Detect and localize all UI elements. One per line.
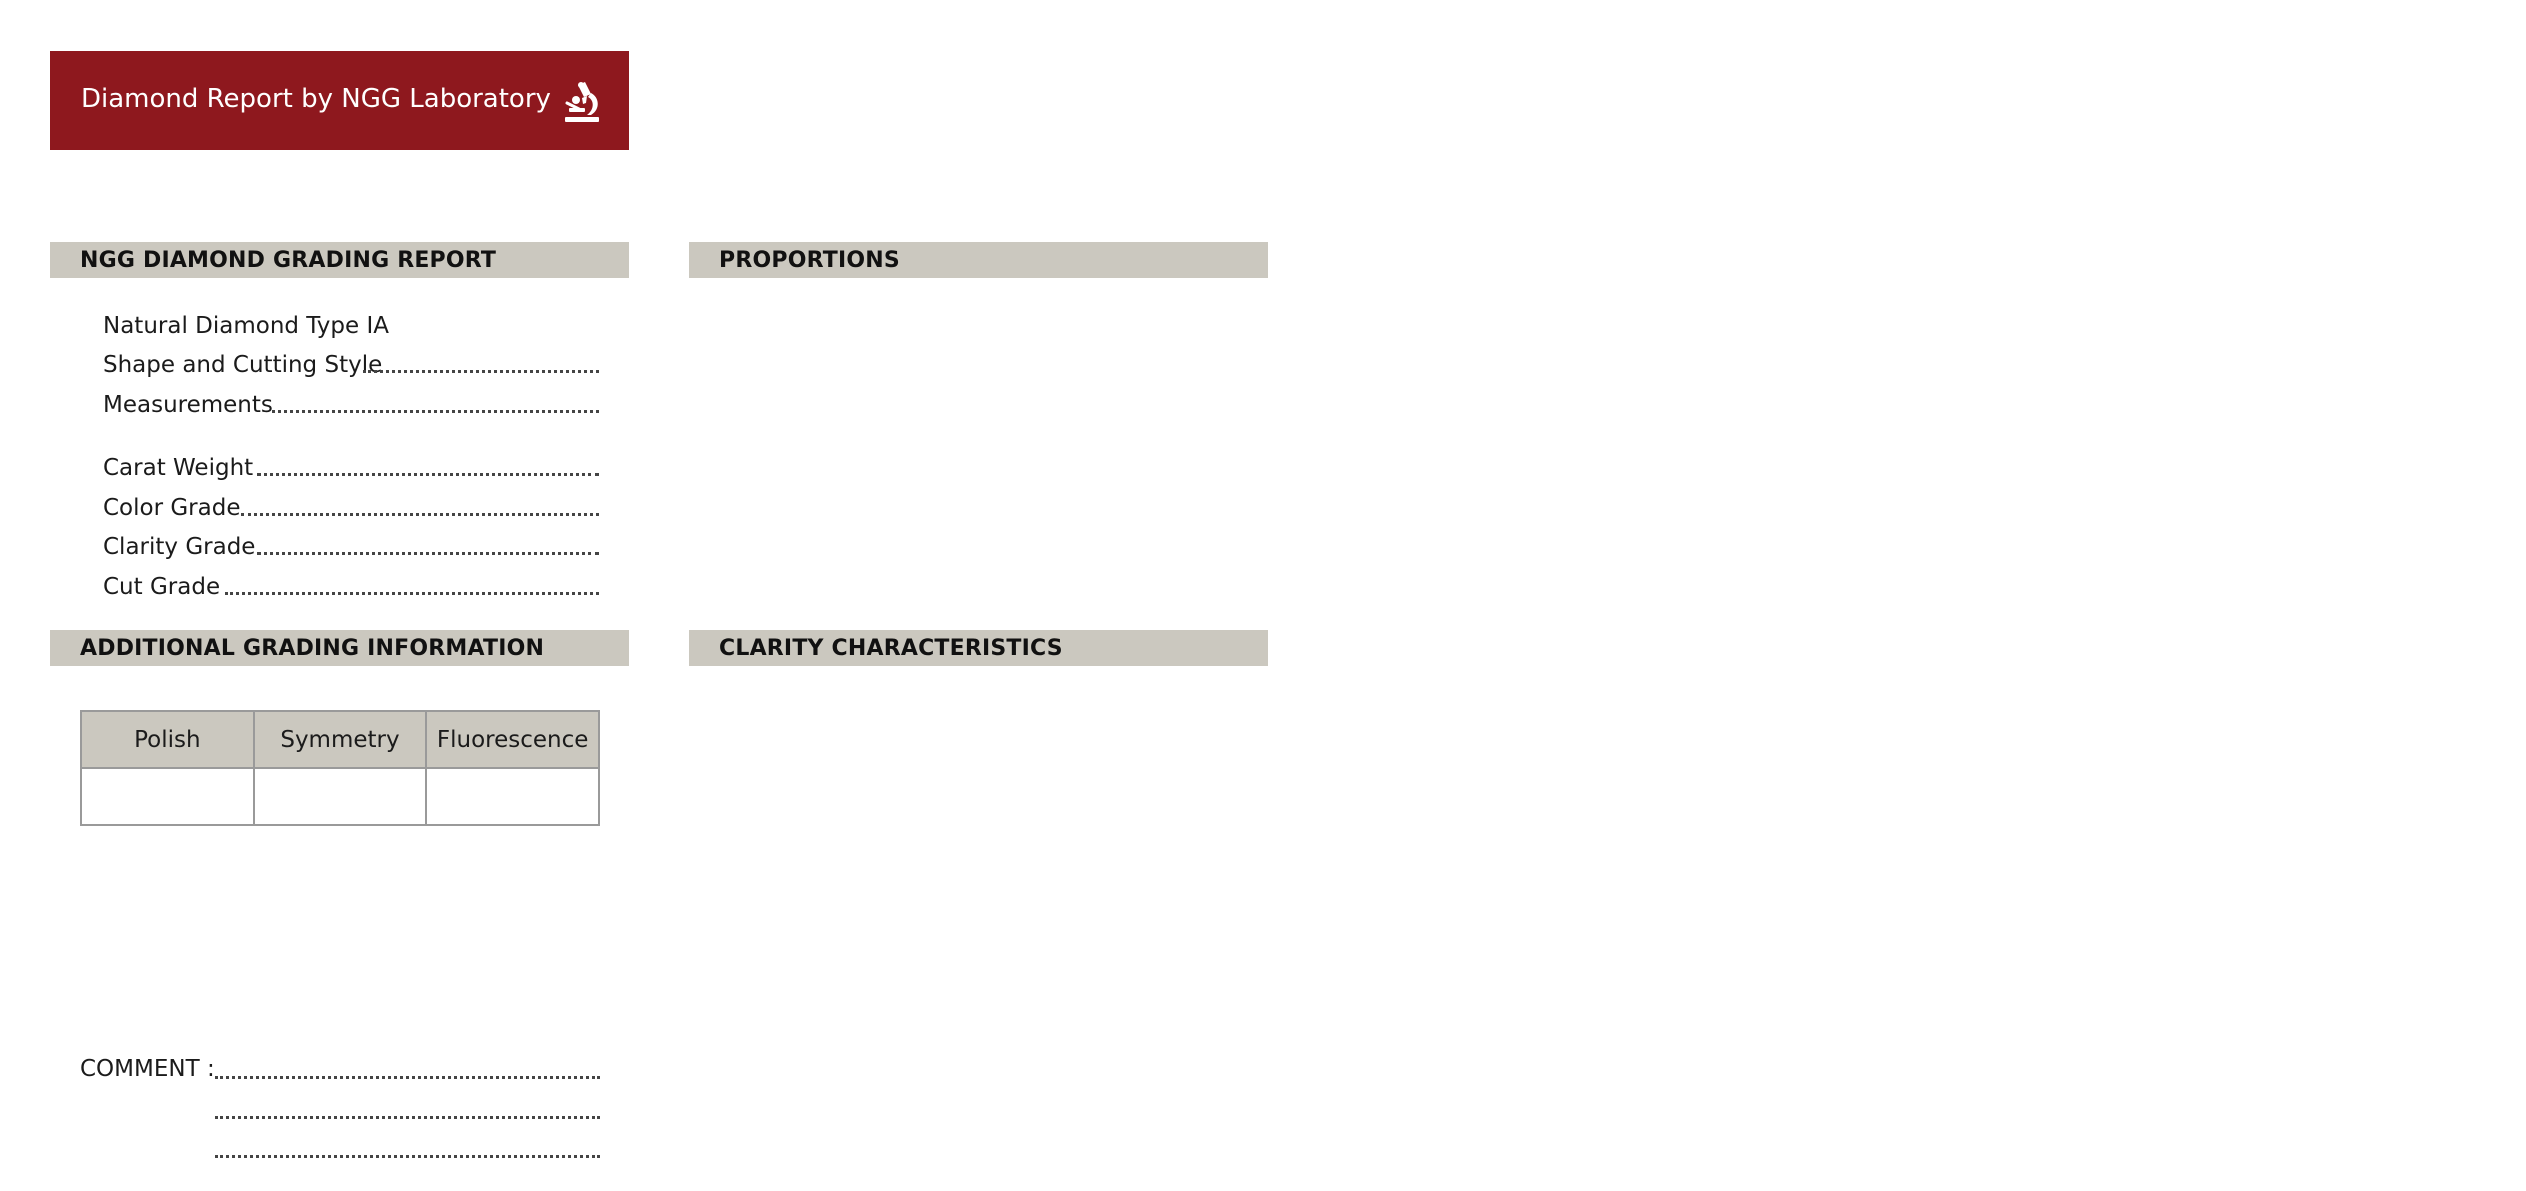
fluorescence-value-cell (425, 767, 600, 826)
dotted-leader (272, 410, 599, 413)
dotted-leader (241, 513, 599, 516)
column-header-symmetry: Symmetry (252, 710, 428, 769)
section-header-grading-report: NGG DIAMOND GRADING REPORT (50, 242, 629, 278)
dotted-leader (257, 552, 599, 555)
dotted-leader (257, 473, 599, 476)
report-title: Diamond Report by NGG Laboratory (81, 84, 551, 114)
field-label: Measurements (103, 392, 273, 418)
column-header-fluorescence: Fluorescence (425, 710, 600, 769)
field-cut-grade: Cut Grade (103, 570, 599, 604)
field-label: Cut Grade (103, 574, 221, 600)
field-clarity-grade: Clarity Grade (103, 530, 599, 564)
section-title: CLARITY CHARACTERISTICS (719, 636, 1063, 661)
field-label: Shape and Cutting Style (103, 352, 383, 378)
section-header-clarity-characteristics: CLARITY CHARACTERISTICS (689, 630, 1268, 666)
section-title: ADDITIONAL GRADING INFORMATION (80, 636, 545, 661)
column-header-polish: Polish (80, 710, 255, 769)
additional-grading-table: Polish Symmetry Fluorescence (80, 710, 600, 826)
section-header-additional-grading: ADDITIONAL GRADING INFORMATION (50, 630, 629, 666)
field-shape: Shape and Cutting Style (103, 348, 599, 382)
field-label: Clarity Grade (103, 534, 256, 560)
comment-line-2 (215, 1116, 600, 1119)
report-header-banner: Diamond Report by NGG Laboratory (50, 51, 629, 150)
comment-label: COMMENT : (80, 1056, 215, 1082)
field-label: Carat Weight (103, 455, 254, 481)
table-row (80, 767, 600, 826)
polish-value-cell (80, 767, 255, 826)
dotted-leader (225, 592, 599, 595)
field-label: Natural Diamond Type IA (103, 313, 389, 339)
section-title: NGG DIAMOND GRADING REPORT (80, 248, 497, 273)
field-diamond-type: Natural Diamond Type IA (103, 309, 599, 343)
section-title: PROPORTIONS (719, 248, 900, 273)
field-measurements: Measurements (103, 388, 599, 422)
field-carat-weight: Carat Weight (103, 451, 599, 485)
microscope-icon (565, 82, 599, 122)
symmetry-value-cell (252, 767, 428, 826)
comment-line-1 (215, 1076, 600, 1079)
dotted-leader (363, 370, 599, 373)
section-header-proportions: PROPORTIONS (689, 242, 1268, 278)
table-header-row: Polish Symmetry Fluorescence (80, 710, 600, 769)
field-color-grade: Color Grade (103, 491, 599, 525)
comment-line-3 (215, 1155, 600, 1158)
field-label: Color Grade (103, 495, 241, 521)
